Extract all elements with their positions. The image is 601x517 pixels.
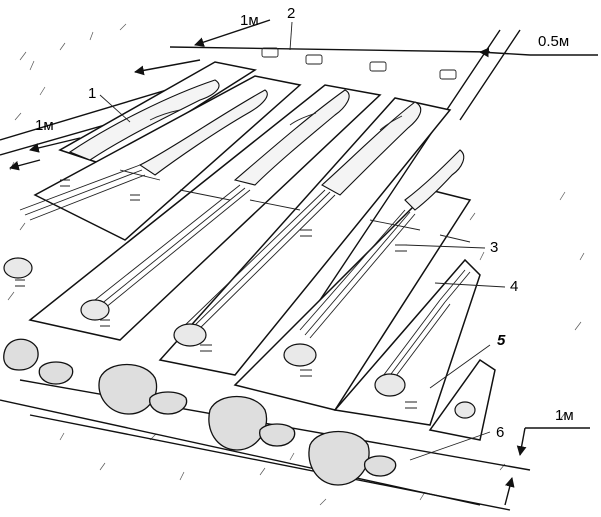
parachute-canopies — [68, 79, 465, 211]
callout-3-label: 3 — [490, 239, 498, 256]
pack-5 — [374, 373, 406, 397]
dim-bottom-label: 1м — [555, 407, 574, 424]
callout-leaders — [99, 21, 506, 461]
bag-3 — [98, 364, 158, 415]
pack-markers — [15, 47, 457, 409]
callout-5-label: 5 — [497, 332, 506, 349]
pack-4 — [283, 343, 317, 367]
bag-8 — [363, 455, 397, 477]
strip-7 — [428, 358, 496, 441]
diagram-labels: 1 2 3 4 5 6 1м 1м 0.5м 1м — [35, 5, 574, 441]
dim-left-label: 1м — [35, 117, 54, 134]
dim-top-label: 1м — [240, 12, 259, 29]
canopy-2 — [138, 89, 268, 176]
pack-1 — [3, 257, 33, 279]
canopy-5 — [404, 149, 465, 211]
strip-4 — [158, 97, 452, 376]
bag-7 — [308, 431, 370, 486]
strip-dividers — [119, 169, 471, 243]
suspension-lines — [19, 164, 471, 385]
stowage-bags — [3, 338, 397, 486]
canopy-3 — [233, 89, 350, 186]
bag-2 — [38, 361, 74, 385]
pack-3 — [173, 323, 207, 347]
strip-6 — [333, 258, 481, 426]
canopy-4 — [321, 101, 422, 196]
bag-1 — [3, 338, 39, 371]
pack-6 — [454, 401, 476, 419]
bag-4 — [149, 391, 188, 415]
dim-right-label: 0.5м — [538, 33, 569, 50]
canopy-1 — [68, 79, 220, 161]
callout-2-label: 2 — [287, 5, 295, 22]
callout-6-label: 6 — [496, 424, 504, 441]
pack-2 — [80, 299, 110, 321]
bag-5 — [208, 396, 268, 451]
ground-texture — [7, 23, 585, 506]
callout-1-label: 1 — [88, 85, 96, 102]
dimension-arrows — [9, 19, 598, 506]
harness-packs — [3, 257, 476, 419]
callout-4-label: 4 — [510, 278, 518, 295]
bag-6 — [259, 423, 296, 447]
